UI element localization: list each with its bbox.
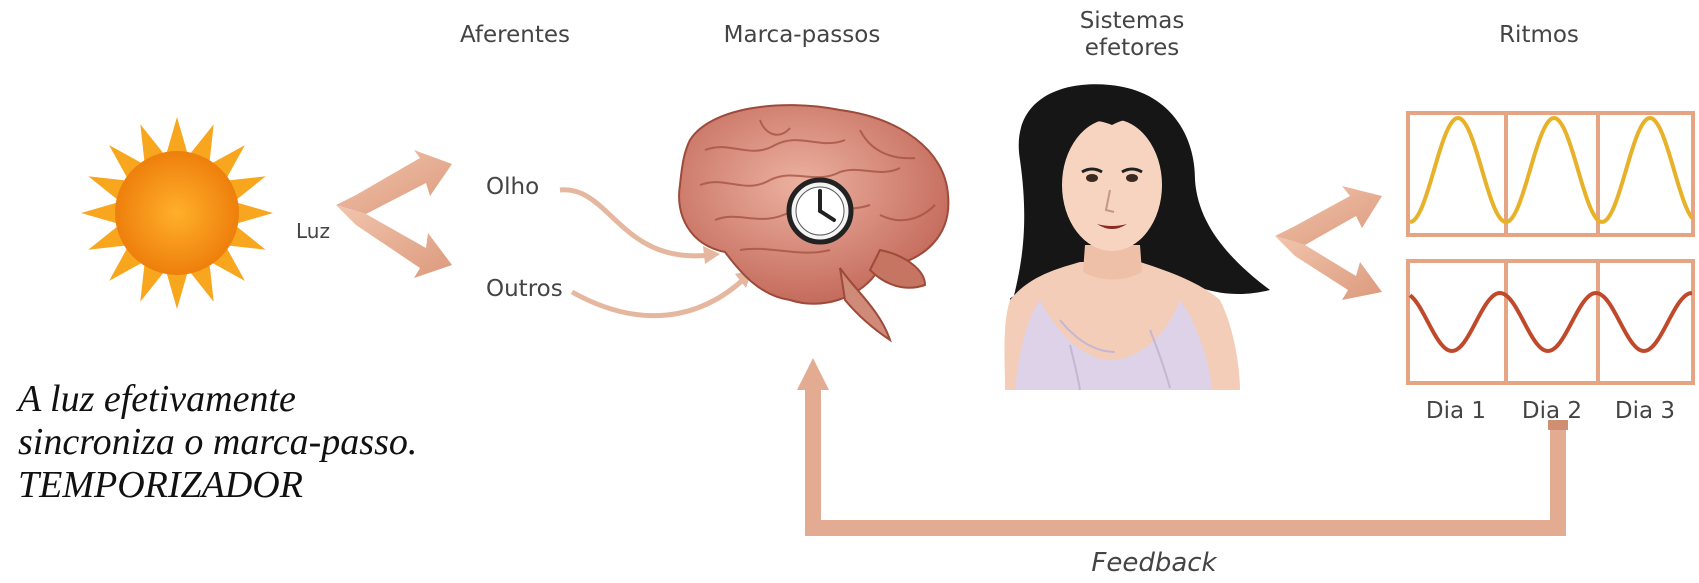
- caption-line-2: sincroniza o marca-passo.: [18, 421, 417, 464]
- day-2-label: Dia 2: [1522, 398, 1582, 424]
- eye-label: Olho: [486, 174, 539, 200]
- caption: A luz efetivamente sincroniza o marca-pa…: [18, 378, 417, 507]
- others-label: Outros: [486, 276, 563, 302]
- effector-header-line2: efetores: [1080, 35, 1185, 62]
- woman-figure: [1004, 84, 1270, 390]
- feedback-label: Feedback: [1091, 548, 1216, 578]
- day-1-label: Dia 1: [1426, 398, 1486, 424]
- effector-header: Sistemas efetores: [1080, 8, 1185, 62]
- light-label: Luz: [296, 219, 330, 243]
- caption-line-1: A luz efetivamente: [18, 378, 417, 421]
- rhythm-grid: [1408, 113, 1693, 383]
- pacemaker-header: Marca-passos: [724, 22, 881, 48]
- afferent-header: Aferentes: [460, 22, 570, 48]
- top-rhythm-wave: [1410, 118, 1692, 222]
- sun-icon: [81, 117, 273, 309]
- day-3-label: Dia 3: [1615, 398, 1675, 424]
- bottom-rhythm-wave: [1410, 293, 1692, 351]
- light-split-arrow: [336, 150, 452, 278]
- effector-header-line1: Sistemas: [1080, 8, 1185, 35]
- caption-line-3: TEMPORIZADOR: [18, 464, 417, 507]
- clock-icon: [789, 180, 851, 242]
- rhythms-header: Ritmos: [1499, 22, 1579, 48]
- rhythm-split-arrow: [1275, 186, 1382, 300]
